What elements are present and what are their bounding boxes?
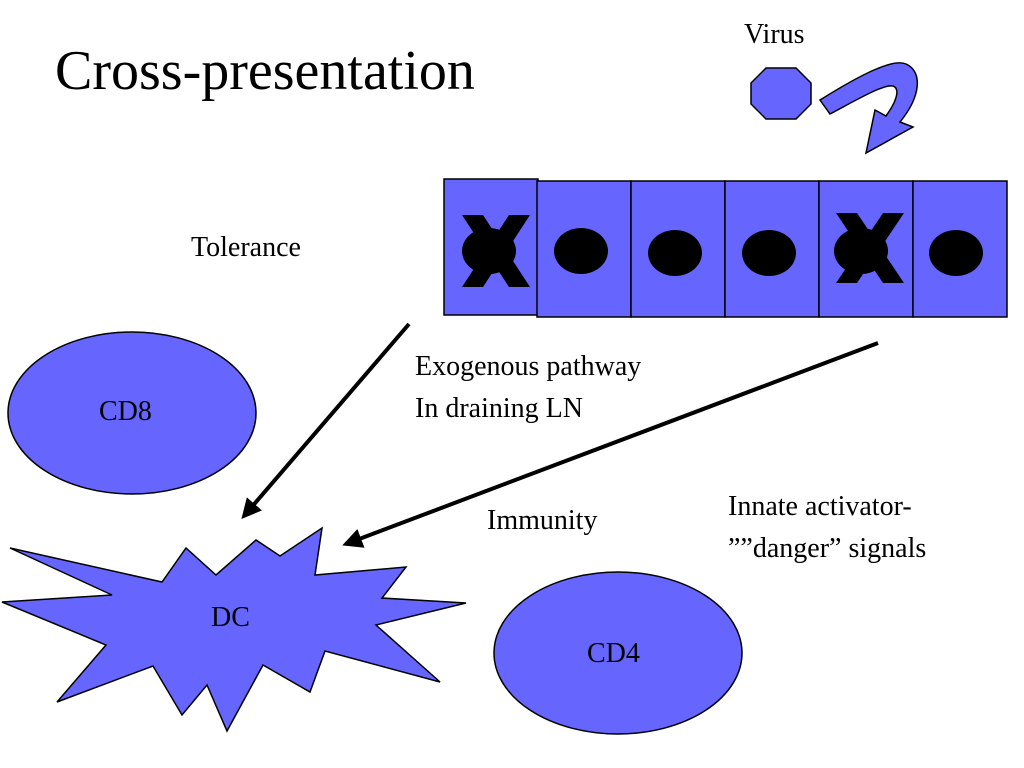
dc-label: DC: [211, 602, 250, 633]
cd8-cell: [7, 331, 257, 495]
exogenous-pathway-label: Exogenous pathway In draining LN: [415, 346, 641, 430]
innate-line-2: ””danger” signals: [728, 533, 927, 564]
cd8-label: CD8: [99, 396, 152, 427]
epithelial-cell-6: [912, 180, 1008, 318]
tolerance-label: Tolerance: [191, 232, 301, 263]
virus-label: Virus: [744, 19, 805, 50]
epithelial-layer: [443, 178, 1008, 318]
arrow-to-dc-left: [241, 322, 411, 520]
nucleus-3: [648, 230, 702, 276]
slide-title: Cross-presentation: [55, 40, 475, 102]
arrow-to-dc-right: [342, 341, 879, 548]
cd4-label: CD4: [587, 638, 640, 669]
infection-curved-arrow: [818, 62, 919, 155]
cd4-cell: [493, 571, 743, 735]
dead-cell-x-mark-1: [462, 215, 530, 287]
immunity-label: Immunity: [487, 505, 598, 536]
dc-cell: [1, 526, 467, 733]
dead-cell-x-mark-2: [836, 213, 904, 283]
nucleus-4: [742, 230, 796, 276]
innate-activator-label: Innate activator- ””danger” signals: [728, 486, 926, 570]
virus-octagon: [750, 67, 812, 120]
exogenous-line-1: Exogenous pathway: [415, 351, 642, 382]
innate-line-1: Innate activator-: [728, 491, 912, 522]
exogenous-line-2: In draining LN: [415, 393, 583, 424]
nucleus-2: [554, 228, 608, 274]
nucleus-6: [929, 230, 983, 276]
